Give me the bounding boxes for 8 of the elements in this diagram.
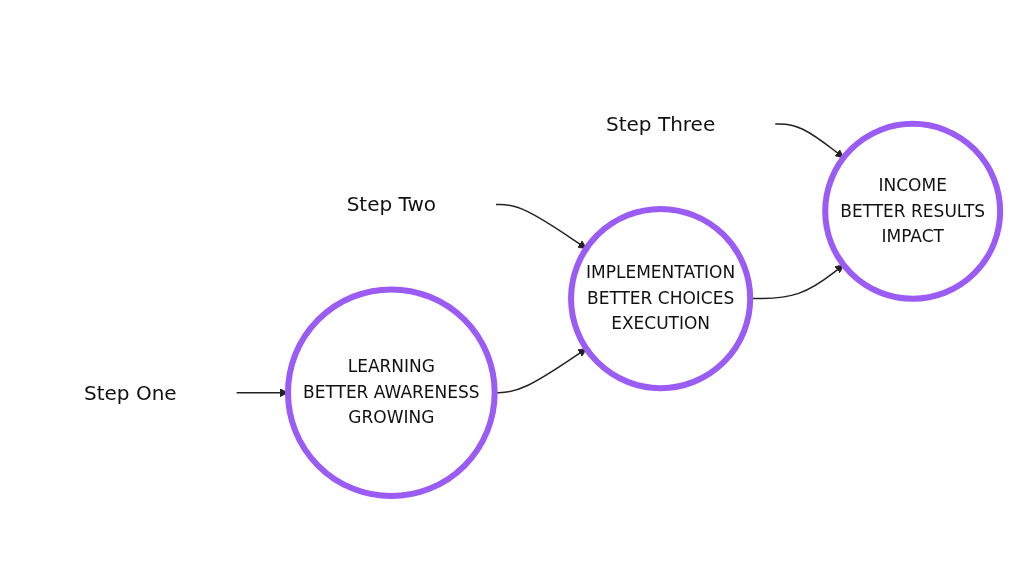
node-text: Step Three [605, 112, 716, 137]
node-circle: LEARNING BETTER AWARENESS GROWING [284, 286, 498, 500]
node-text: Step Two [346, 192, 436, 217]
node-circle: IMPLEMENTATION BETTER CHOICES EXECUTION [568, 206, 754, 392]
node-circle: INCOME BETTER RESULTS IMPACT [822, 121, 1004, 303]
arrow [495, 204, 587, 250]
node-text: Step One [83, 381, 177, 406]
arrow [774, 123, 844, 159]
